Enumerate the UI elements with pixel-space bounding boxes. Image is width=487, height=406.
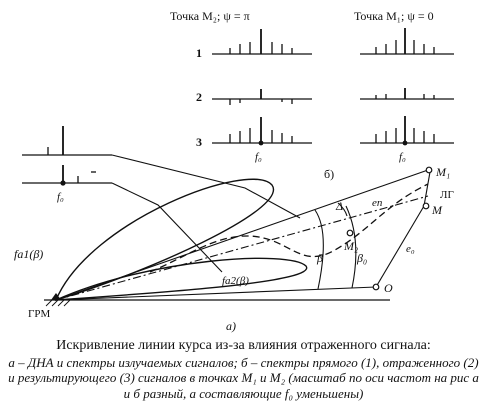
caption-title: Искривление линии курса из-за влияния от… (56, 338, 431, 353)
arc-delta (337, 202, 348, 217)
vector-e0 (375, 205, 425, 288)
spectra-panel: Точка M₂; ψ = π Точка M₁; ψ = 0 1 2 3 (170, 9, 454, 181)
course-line-lg (55, 195, 429, 301)
label-delta: Δ (335, 199, 343, 213)
point-o-marker (372, 283, 380, 291)
label-fa1: fa1(β) (14, 247, 43, 261)
label-m: M (431, 203, 443, 217)
leader-line-upper (111, 154, 301, 219)
label-course-line: ЛГ (440, 189, 454, 201)
point-m-marker (422, 202, 430, 210)
label-beta0: β₀ (356, 251, 367, 265)
lobe-fa1 (54, 178, 275, 302)
spectrum-m1-f0-label: f₀ (399, 151, 406, 163)
beacon-marker (51, 293, 61, 300)
ray-to-o (55, 286, 377, 301)
emitted-spectra (22, 126, 112, 184)
diagram-part-label: а) (226, 319, 236, 333)
label-fa2: fa2(β) (222, 275, 249, 287)
antenna-diagram: f₀ (14, 126, 454, 333)
spectrum-m1-f0-dot (402, 140, 408, 146)
spectra-m2 (212, 29, 312, 144)
spectrum-m2-f0-dot (258, 140, 264, 146)
spectrum-row-label-3: 3 (196, 135, 202, 149)
caption-body: а – ДНА и спектры излучаемых сигналов; б… (8, 354, 479, 401)
spectrum-row-label-1: 1 (196, 46, 202, 60)
ground-hatch (45, 299, 71, 307)
arc-beta (314, 209, 324, 290)
label-m2: M₂ (343, 239, 358, 253)
ray-to-m1 (55, 169, 429, 301)
spectra-m1 (360, 28, 454, 144)
point-m2-marker (346, 229, 354, 237)
emitted-f0-label: f₀ (57, 191, 64, 203)
vector-ep (423, 171, 431, 207)
angle-arcs (314, 202, 357, 290)
spectra-header-m1: Точка M₁; ψ = 0 (354, 9, 434, 23)
emitted-f0-dot (60, 180, 66, 186)
spectra-header-m2: Точка M₂; ψ = π (170, 9, 250, 23)
point-m1-marker (425, 166, 433, 174)
spectrum-row-label-2: 2 (196, 90, 202, 104)
label-e0: e₀ (406, 243, 415, 255)
spectra-part-label: б) (324, 167, 334, 181)
distorted-course-line (149, 183, 429, 273)
label-o: O (384, 281, 393, 295)
arc-beta0 (345, 205, 357, 289)
figure-caption: Искривление линии курса из-за влияния от… (0, 338, 487, 401)
label-m1: M₁ (435, 165, 450, 179)
leader-lines (111, 154, 301, 273)
label-ep: eп (372, 197, 383, 209)
label-beta: β (316, 251, 323, 265)
spectrum-m2-f0-label: f₀ (255, 151, 262, 163)
label-grm: ГРМ (28, 308, 50, 320)
rays (55, 169, 431, 301)
